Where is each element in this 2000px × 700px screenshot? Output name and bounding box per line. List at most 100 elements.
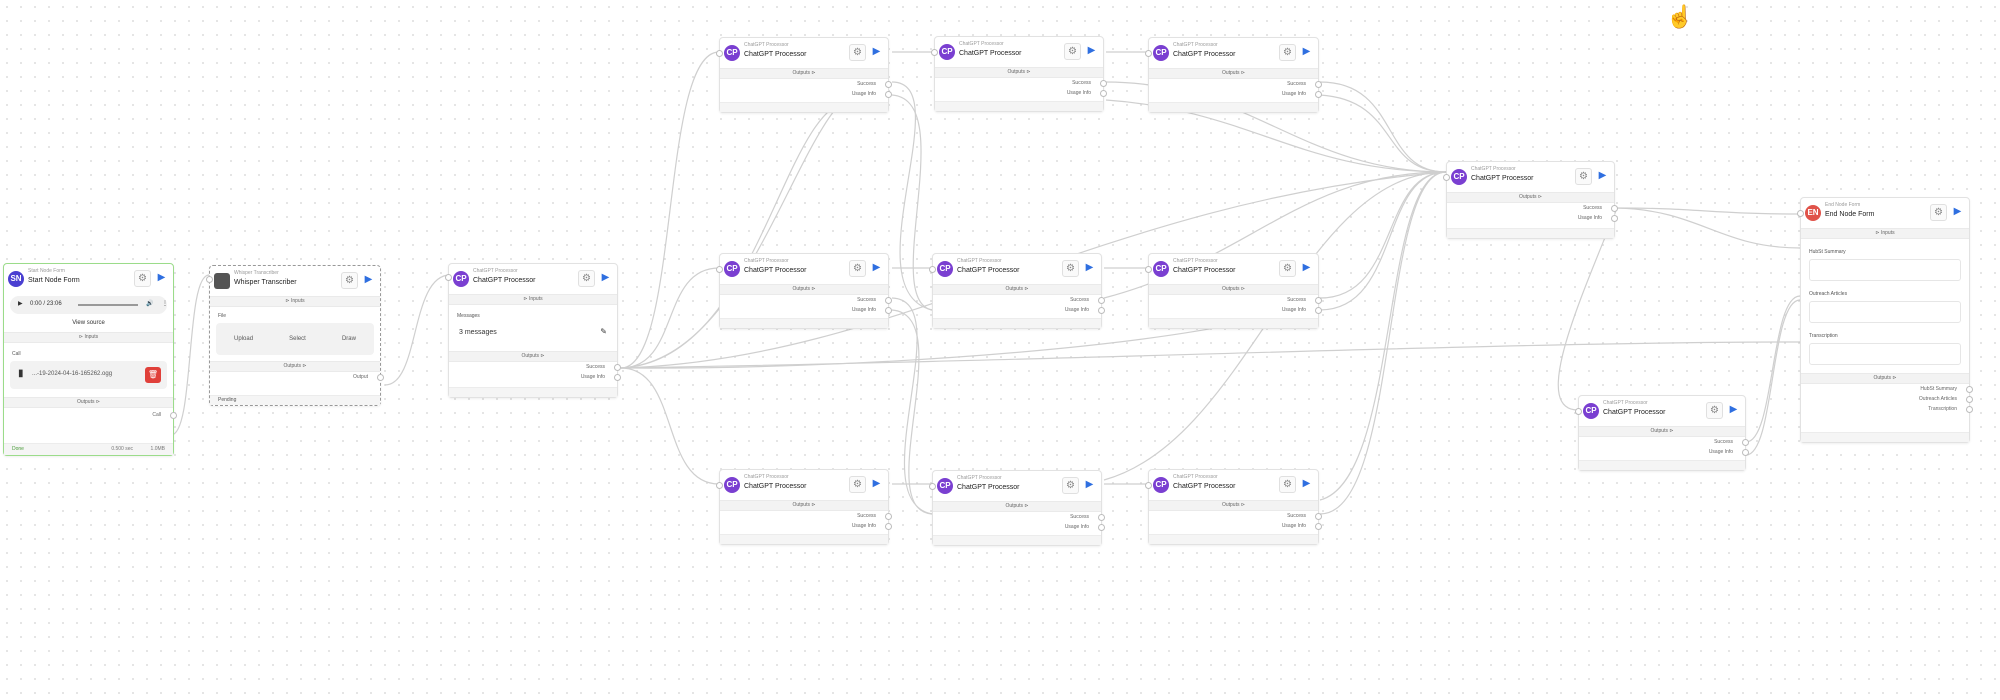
- input-port[interactable]: [1145, 266, 1152, 273]
- gear-icon[interactable]: ⚙: [341, 272, 358, 289]
- whisper-node[interactable]: Whisper Transcriber Whisper Transcriber …: [206, 265, 384, 406]
- input-port[interactable]: [716, 266, 723, 273]
- transcription-field[interactable]: [1809, 343, 1961, 365]
- play-icon[interactable]: ▶: [1302, 478, 1311, 489]
- output-port[interactable]: [614, 374, 621, 381]
- input-port[interactable]: [716, 482, 723, 489]
- output-port[interactable]: [1315, 513, 1322, 520]
- output-port[interactable]: [1098, 514, 1105, 521]
- view-source-link[interactable]: View source: [72, 320, 105, 326]
- play-audio-icon[interactable]: ▶: [18, 301, 23, 307]
- gear-icon[interactable]: ⚙: [1706, 402, 1723, 419]
- upload-button[interactable]: Upload: [234, 336, 254, 342]
- output-port[interactable]: [1611, 205, 1618, 212]
- output-port[interactable]: [1966, 386, 1973, 393]
- play-icon[interactable]: ▶: [601, 272, 610, 283]
- output-port[interactable]: [377, 374, 384, 381]
- input-port[interactable]: [1797, 210, 1804, 217]
- input-port[interactable]: [206, 276, 213, 283]
- gear-icon[interactable]: ⚙: [1279, 476, 1296, 493]
- input-port[interactable]: [1145, 482, 1152, 489]
- end-node[interactable]: EN End Node Form End Node Form ⚙ ▶ ⊳ Inp…: [1797, 197, 1973, 443]
- messages-field[interactable]: 3 messages ✎: [455, 323, 611, 343]
- output-port[interactable]: [885, 513, 892, 520]
- output-port[interactable]: [885, 81, 892, 88]
- select-button[interactable]: Select: [289, 336, 306, 342]
- hubst-summary-field[interactable]: [1809, 259, 1961, 281]
- output-port[interactable]: [885, 523, 892, 530]
- delete-icon[interactable]: 🗑: [145, 367, 161, 383]
- audio-player[interactable]: ▶ 0:00 / 23:06 🔊 ⋮: [10, 296, 168, 314]
- play-icon[interactable]: ▶: [1085, 479, 1094, 490]
- cp-main-node[interactable]: CP ChatGPT Processor ChatGPT Processor ⚙…: [445, 263, 621, 398]
- output-port[interactable]: [1611, 215, 1618, 222]
- play-icon[interactable]: ▶: [1302, 46, 1311, 57]
- gear-icon[interactable]: ⚙: [849, 476, 866, 493]
- play-icon[interactable]: ▶: [1087, 45, 1096, 56]
- input-port[interactable]: [1443, 174, 1450, 181]
- output-port[interactable]: [1100, 80, 1107, 87]
- play-icon[interactable]: ▶: [1729, 404, 1738, 415]
- play-icon[interactable]: ▶: [1302, 262, 1311, 273]
- play-icon[interactable]: ▶: [157, 272, 166, 283]
- gear-icon[interactable]: ⚙: [134, 270, 151, 287]
- input-port[interactable]: [1145, 50, 1152, 57]
- start-node[interactable]: SN Start Node Form Start Node Form ⚙ ▶ ▶…: [3, 263, 177, 456]
- gear-icon[interactable]: ⚙: [1062, 260, 1079, 277]
- output-port[interactable]: [170, 412, 177, 419]
- input-port[interactable]: [716, 50, 723, 57]
- output-port[interactable]: [1098, 307, 1105, 314]
- gear-icon[interactable]: ⚙: [1930, 204, 1947, 221]
- play-icon[interactable]: ▶: [1085, 262, 1094, 273]
- gear-icon[interactable]: ⚙: [578, 270, 595, 287]
- input-port[interactable]: [1575, 408, 1582, 415]
- output-port[interactable]: [1742, 439, 1749, 446]
- play-icon[interactable]: ▶: [1953, 206, 1962, 217]
- output-port[interactable]: [1315, 523, 1322, 530]
- gear-icon[interactable]: ⚙: [1279, 44, 1296, 61]
- input-port[interactable]: [445, 274, 452, 281]
- output-port[interactable]: [1100, 90, 1107, 97]
- output-port[interactable]: [1966, 396, 1973, 403]
- draw-button[interactable]: Draw: [341, 336, 356, 342]
- audio-progress[interactable]: [78, 304, 138, 306]
- play-icon[interactable]: ▶: [364, 274, 373, 285]
- play-icon[interactable]: ▶: [1598, 170, 1607, 181]
- gear-icon[interactable]: ⚙: [849, 260, 866, 277]
- output-port[interactable]: [1098, 297, 1105, 304]
- input-port[interactable]: [929, 266, 936, 273]
- output-port[interactable]: [885, 307, 892, 314]
- gear-icon[interactable]: ⚙: [1279, 260, 1296, 277]
- gear-icon[interactable]: ⚙: [1064, 43, 1081, 60]
- output-port[interactable]: [1098, 524, 1105, 531]
- input-port[interactable]: [931, 49, 938, 56]
- output-port[interactable]: [1315, 91, 1322, 98]
- output-port[interactable]: [614, 364, 621, 371]
- output-port[interactable]: [1742, 449, 1749, 456]
- play-icon[interactable]: ▶: [872, 262, 881, 273]
- outreach-articles-field[interactable]: [1809, 301, 1961, 323]
- volume-icon[interactable]: 🔊: [146, 301, 154, 307]
- gear-icon[interactable]: ⚙: [1575, 168, 1592, 185]
- play-icon[interactable]: ▶: [872, 478, 881, 489]
- output-port[interactable]: [1315, 297, 1322, 304]
- output-port[interactable]: [885, 297, 892, 304]
- more-icon[interactable]: ⋮: [162, 301, 168, 307]
- input-port[interactable]: [929, 483, 936, 490]
- output-port[interactable]: [885, 91, 892, 98]
- edit-icon[interactable]: ✎: [600, 327, 607, 336]
- output-port[interactable]: [1315, 307, 1322, 314]
- play-icon[interactable]: ▶: [872, 46, 881, 57]
- gear-icon[interactable]: ⚙: [849, 44, 866, 61]
- gear-icon[interactable]: ⚙: [1062, 477, 1079, 494]
